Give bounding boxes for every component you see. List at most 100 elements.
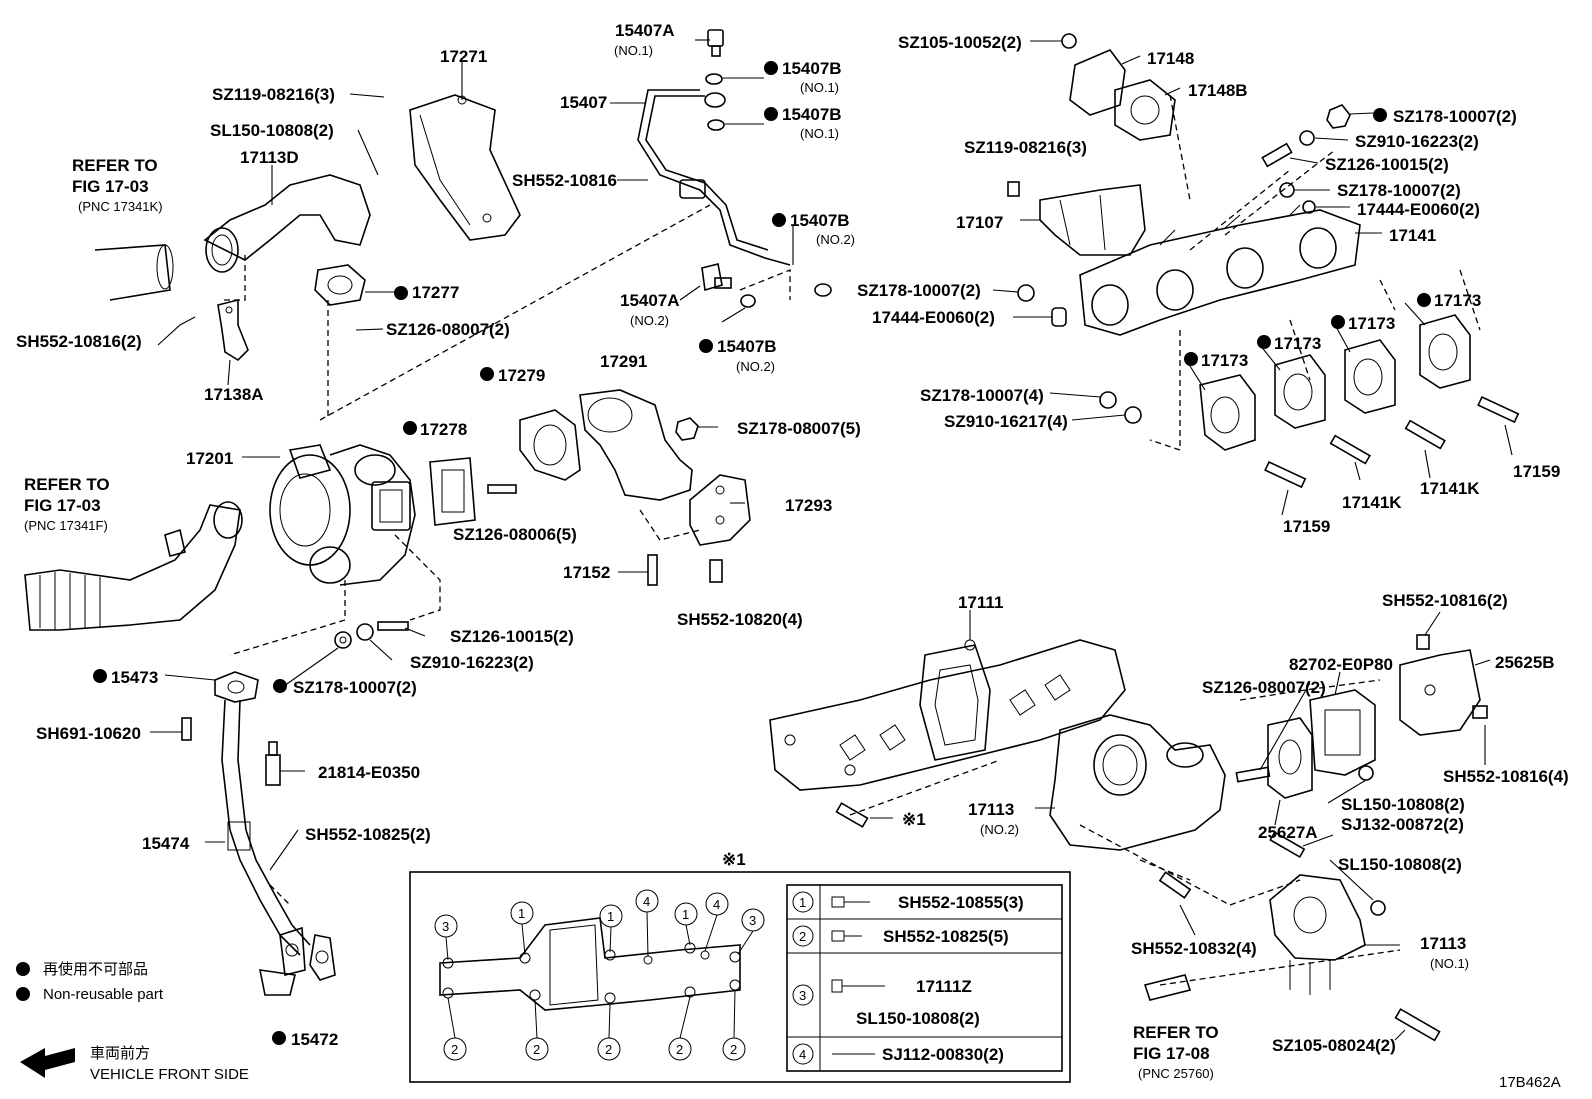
label-sz910-16223-r: SZ910-16223(2) (1355, 132, 1479, 151)
label-sz126-10015-r: SZ126-10015(2) (1325, 155, 1449, 174)
label-15407b-2: 15407B (782, 105, 842, 124)
label-17159-2: 17159 (1513, 462, 1560, 481)
inset-callouts-top: 3 1 1 4 1 4 3 (434, 889, 765, 938)
inset-callout-bottom-1: 2 (451, 1042, 458, 1057)
inset-callout-bottom-3: 2 (605, 1042, 612, 1057)
label-sz178-10007-r3: SZ178-10007(2) (857, 281, 981, 300)
front-direction-en: VEHICLE FRONT SIDE (90, 1066, 249, 1083)
label-17141: 17141 (1389, 226, 1436, 245)
bolt-table-num-4: 4 (799, 1047, 806, 1062)
label-sz178-10007-r2: SZ178-10007(2) (1337, 181, 1461, 200)
label-15407a-top-no1: (NO.1) (614, 43, 653, 58)
inset-callout-top-1: 3 (442, 919, 449, 934)
label-sz105-08024: SZ105-08024(2) (1272, 1036, 1396, 1055)
label-refer-17-08-line2: FIG 17-08 (1133, 1044, 1210, 1063)
label-sz126-10015-mid: SZ126-10015(2) (450, 627, 574, 646)
label-sz126-08006: SZ126-08006(5) (453, 525, 577, 544)
label-17277: 17277 (412, 283, 459, 302)
label-sz178-10007-mid: SZ178-10007(2) (293, 678, 417, 697)
label-refer-17-03-f-line2: FIG 17-03 (24, 496, 101, 515)
label-17111: 17111 (958, 593, 1003, 612)
label-15407a-mid-no2: (NO.2) (630, 313, 669, 328)
bolt-table-part-2: SH552-10825(5) (883, 927, 1009, 946)
bolt-table-num-1: 1 (799, 895, 806, 910)
label-17113-no2-sub: (NO.2) (980, 822, 1019, 837)
label-sl150-10808-top: SL150-10808(2) (210, 121, 334, 140)
label-17107: 17107 (956, 213, 1003, 232)
label-17293: 17293 (785, 496, 832, 515)
label-sz910-16217: SZ910-16217(4) (944, 412, 1068, 431)
label-sh552-10825: SH552-10825(2) (305, 825, 431, 844)
part-shapes (20, 29, 1520, 1078)
leader-lines (150, 39, 1513, 1041)
inset-bolt-table: 1 SH552-10855(3) 2 SH552-10825(5) 3 1711… (786, 884, 1063, 1072)
inset-note-marker: ※1 (722, 850, 746, 869)
label-17444-e0060-r: 17444-E0060(2) (1357, 200, 1480, 219)
label-17173-2: 17173 (1274, 334, 1321, 353)
label-82702-e0p80: 82702-E0P80 (1289, 655, 1393, 674)
label-sz126-08007-left: SZ126-08007(2) (386, 320, 510, 339)
label-sl150-10808-r2: SL150-10808(2) (1338, 855, 1462, 874)
legend-non-reusable-jp: 再使用不可部品 (43, 961, 148, 978)
inset-callout-top-4: 4 (643, 894, 650, 909)
diagram-id: 17B462A (1499, 1074, 1561, 1091)
label-15407b-1: 15407B (782, 59, 842, 78)
label-17278: 17278 (420, 420, 467, 439)
label-17113-no1: 17113 (1420, 934, 1466, 953)
label-note1: ※1 (902, 810, 926, 829)
label-17159-1: 17159 (1283, 517, 1330, 536)
label-sz178-10007-r4: SZ178-10007(4) (920, 386, 1044, 405)
label-sz178-10007-r1: SZ178-10007(2) (1393, 107, 1517, 126)
part-labels: 17271 SZ119-08216(3) SL150-10808(2) 1711… (16, 21, 1569, 1091)
label-17148b: 17148B (1188, 81, 1248, 100)
inset-callout-bottom-2: 2 (533, 1042, 540, 1057)
bolt-table-num-3: 3 (799, 988, 806, 1003)
inset-callout-top-2: 1 (518, 906, 525, 921)
label-sz119-08216-r: SZ119-08216(3) (964, 138, 1087, 157)
label-sh691-10620: SH691-10620 (36, 724, 141, 743)
inset-callout-top-5: 1 (682, 907, 689, 922)
label-17152: 17152 (563, 563, 610, 582)
inset-callout-top-7: 3 (749, 913, 756, 928)
inset-callout-top-3: 1 (607, 909, 614, 924)
label-sz105-10052: SZ105-10052(2) (898, 33, 1022, 52)
label-17201: 17201 (186, 449, 233, 468)
label-17138a: 17138A (204, 385, 264, 404)
bolt-table-part-1: SH552-10855(3) (898, 893, 1024, 912)
label-sh552-10820: SH552-10820(4) (677, 610, 803, 629)
label-sz126-08007-r: SZ126-08007(2) (1202, 678, 1326, 697)
label-sh552-10816-r: SH552-10816(2) (1382, 591, 1508, 610)
label-17148: 17148 (1147, 49, 1194, 68)
label-17271: 17271 (440, 47, 487, 66)
bolt-table-part-3a: 17111Z (916, 977, 972, 996)
bolt-table-part-4: SJ112-00830(2) (882, 1045, 1004, 1064)
label-17113-no2: 17113 (968, 800, 1014, 819)
label-refer-17-08-line1: REFER TO (1133, 1023, 1219, 1042)
label-17279: 17279 (498, 366, 545, 385)
label-21814-e0350: 21814-E0350 (318, 763, 420, 782)
label-15407a-top: 15407A (615, 21, 675, 40)
label-sz910-16223-mid: SZ910-16223(2) (410, 653, 534, 672)
inset-callout-bottom-5: 2 (730, 1042, 737, 1057)
label-17444-e0060-l: 17444-E0060(2) (872, 308, 995, 327)
label-25625b: 25625B (1495, 653, 1555, 672)
label-refer-17-03-k-line1: REFER TO (72, 156, 158, 175)
label-15407b-4: 15407B (717, 337, 777, 356)
label-17141k-2: 17141K (1420, 479, 1480, 498)
label-sz119-08216-top: SZ119-08216(3) (212, 85, 335, 104)
label-15407b-3: 15407B (790, 211, 850, 230)
inset-callouts-bottom: 2 2 2 2 2 (443, 1037, 746, 1061)
label-17291: 17291 (600, 352, 647, 371)
front-direction-jp: 車両前方 (90, 1045, 150, 1062)
label-15407a-mid: 15407A (620, 291, 680, 310)
label-refer-17-03-k-line2: FIG 17-03 (72, 177, 149, 196)
inset-callout-bottom-4: 2 (676, 1042, 683, 1057)
label-17173-1: 17173 (1201, 351, 1248, 370)
inset-bolt-pattern-box: ※1 3 1 1 4 1 4 3 (409, 850, 1071, 1083)
non-reusable-markers (16, 61, 1431, 1045)
assembly-dashed-lines (220, 94, 1481, 986)
label-15407b-4-no2: (NO.2) (736, 359, 775, 374)
label-refer-17-03-f-line3: (PNC 17341F) (24, 518, 108, 533)
label-17141k-1: 17141K (1342, 493, 1402, 512)
